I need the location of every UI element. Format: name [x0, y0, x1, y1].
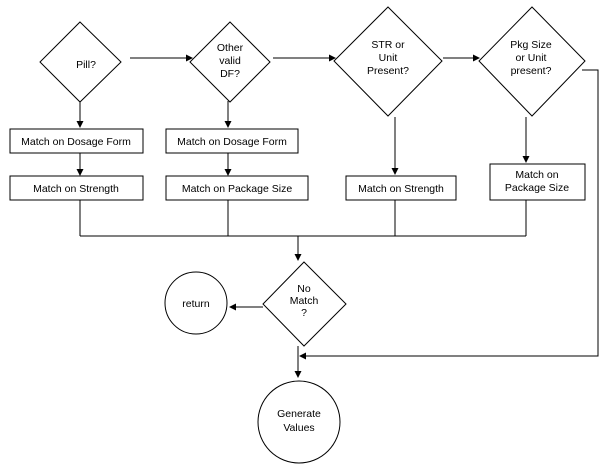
arrowhead [229, 303, 236, 311]
arrowhead [473, 54, 480, 62]
arrowhead [76, 169, 84, 176]
process-label: Match on Strength [33, 183, 119, 195]
box-pill-strength: Match on Strength [9, 175, 144, 201]
arrowhead [299, 352, 306, 360]
process-label-line: Match on [515, 169, 558, 181]
decision-diamond [478, 6, 586, 117]
process-box [345, 175, 457, 201]
decision-other-valid-df: Other valid DF? [189, 21, 271, 103]
decision-label-line: or Unit [516, 52, 547, 64]
decision-label-line: Present? [367, 65, 409, 77]
decision-label-line: Match [290, 295, 319, 307]
edge-pkg-to-generate [305, 69, 599, 357]
decision-no-match: No Match ? [262, 261, 347, 347]
arrowhead [294, 371, 302, 378]
box-df-dosage-form: Match on Dosage Form [165, 128, 299, 154]
decision-label-line: valid [219, 55, 241, 67]
process-label: Match on Dosage Form [21, 136, 131, 148]
arrowhead [391, 168, 399, 175]
terminal-generate-values: Generate Values [257, 380, 341, 464]
decision-label-line: ? [301, 307, 307, 319]
arrowhead [294, 254, 302, 261]
decision-str-or-unit: STR or Unit Present? [333, 6, 443, 117]
decision-diamond [39, 21, 122, 103]
decision-diamond [189, 21, 271, 103]
decision-diamond [262, 261, 347, 347]
process-box [9, 128, 144, 154]
process-box [165, 175, 309, 201]
decision-label-line: Pkg Size [510, 39, 552, 51]
connectors [76, 54, 599, 378]
decision-label-line: Unit [379, 52, 398, 64]
decision-label-line: STR or [371, 39, 405, 51]
box-pkg-package-size: Match on Package Size [489, 163, 586, 201]
terminal-circle [257, 380, 341, 464]
box-str-strength: Match on Strength [345, 175, 457, 201]
terminal-label-line: Generate [277, 408, 321, 420]
decision-label-line: DF? [220, 68, 240, 80]
arrowhead [186, 54, 193, 62]
arrowhead [76, 121, 84, 128]
terminal-return: return [164, 271, 228, 335]
decision-pkg-size: Pkg Size or Unit present? [478, 6, 586, 117]
process-label: Match on Dosage Form [177, 136, 287, 148]
arrowhead [522, 156, 530, 163]
process-label-line: Package Size [505, 182, 569, 194]
process-label: Match on Package Size [182, 183, 292, 195]
process-box [165, 128, 299, 154]
decision-label-line: No [297, 283, 311, 295]
arrowhead [224, 121, 232, 128]
process-box [9, 175, 144, 201]
decision-label-line: Other [217, 42, 244, 54]
decision-diamond [333, 6, 443, 117]
process-label: Match on Strength [358, 183, 444, 195]
arrowhead [224, 169, 232, 176]
process-box [489, 163, 586, 201]
box-pill-dosage-form: Match on Dosage Form [9, 128, 144, 154]
arrowhead [329, 54, 336, 62]
terminal-label: return [182, 298, 210, 310]
terminal-circle [164, 271, 228, 335]
decision-label-line: present? [511, 65, 552, 77]
terminal-label-line: Values [283, 422, 314, 434]
box-df-package-size: Match on Package Size [165, 175, 309, 201]
decision-pill: Pill? [39, 21, 122, 103]
decision-label: Pill? [76, 59, 96, 71]
